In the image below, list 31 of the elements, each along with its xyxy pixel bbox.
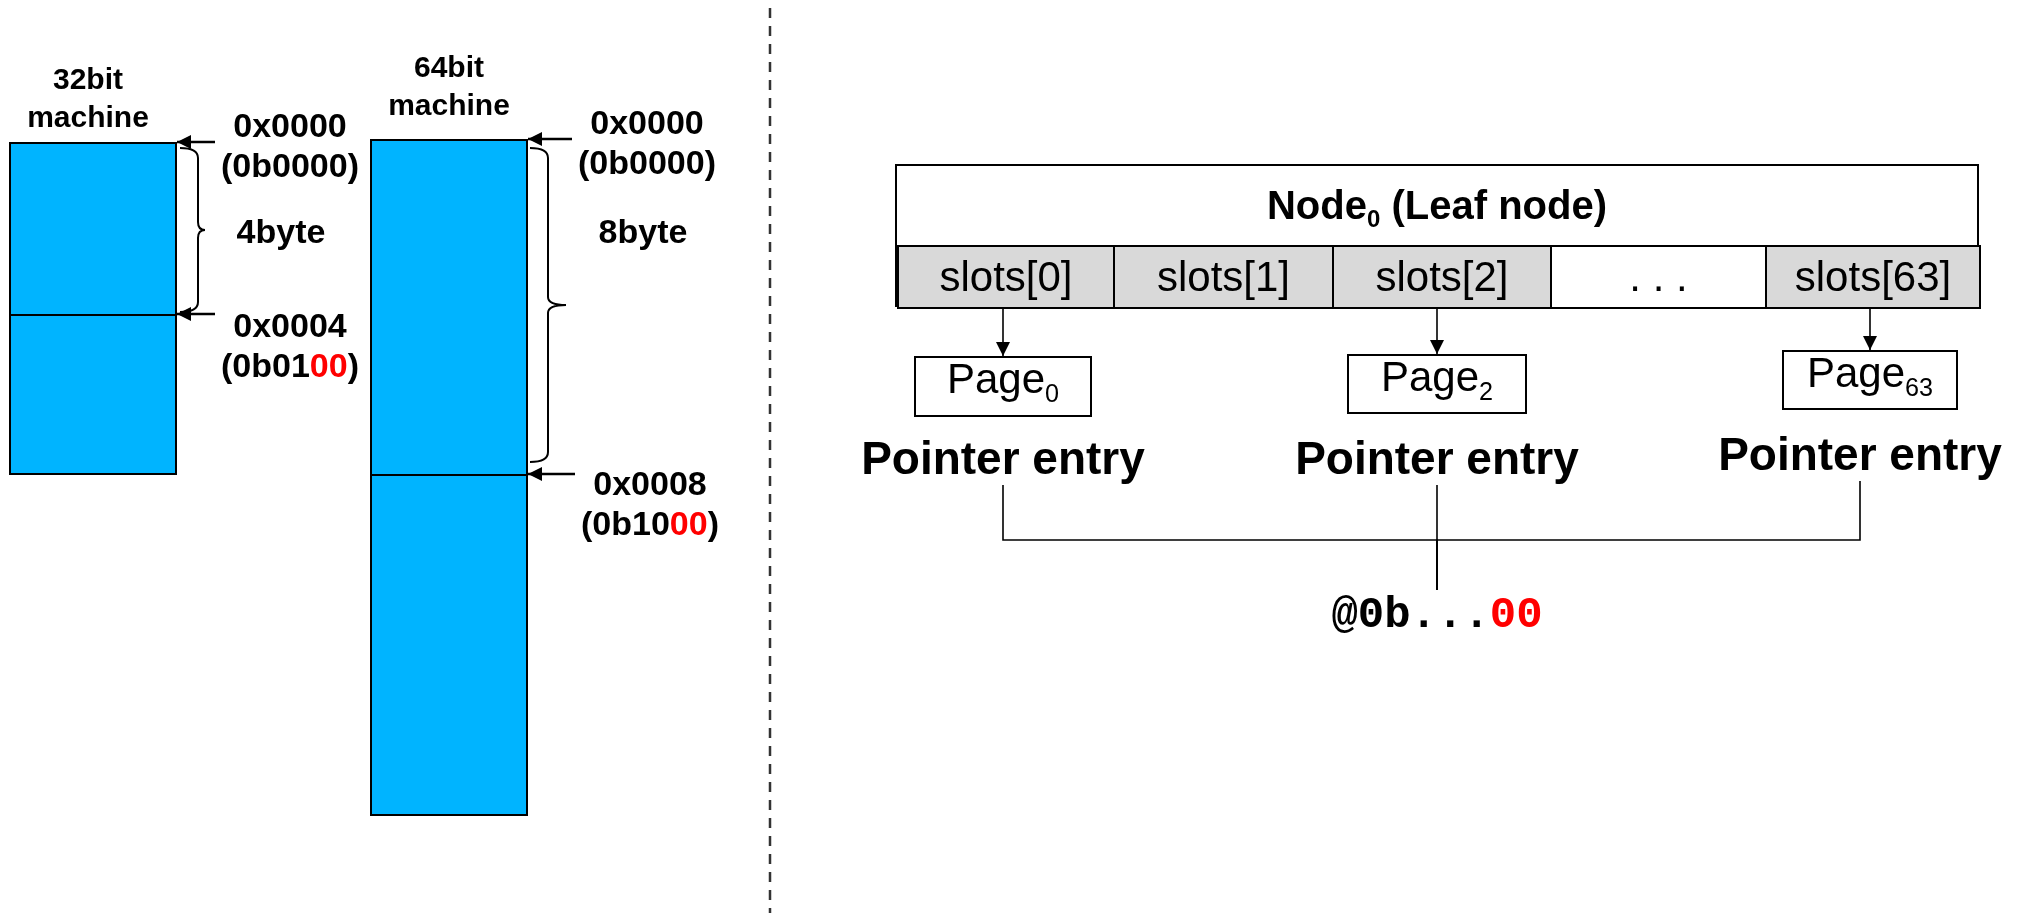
arrow [528, 132, 572, 146]
memory-cell [9, 142, 177, 316]
memory-cell [370, 474, 528, 816]
arrow [177, 135, 215, 149]
page-box: Page$_{0}$ [914, 356, 1092, 417]
page-box: Page$_{63}$ [1782, 350, 1958, 410]
slot-field: slots[1] [1113, 245, 1334, 309]
slot-field: slots[63] [1765, 245, 1981, 309]
pointer-entry-label: Pointer entry [1700, 427, 2020, 481]
size-label: 8byte [597, 211, 689, 251]
slot-field: slots[2] [1332, 245, 1552, 309]
memory-cell [9, 314, 177, 475]
pointer-entry-label: Pointer entry [843, 431, 1163, 485]
page-box: Page$_{2}$ [1347, 354, 1527, 414]
memory-cell [370, 139, 528, 476]
size-label: 4byte [235, 211, 327, 251]
pointer-entry-label: Pointer entry [1277, 431, 1597, 485]
arrow [528, 467, 575, 481]
address-label: 0x0008 (0b1000) [575, 463, 725, 543]
arrow [177, 307, 215, 321]
leaf-node-box [895, 164, 1979, 307]
address-label: 0x0004 (0b0100) [215, 305, 365, 385]
machine-label: 64bit machine [387, 49, 511, 123]
address-text: @0b...00 [1307, 590, 1567, 642]
slot-field: slots[0] [897, 245, 1115, 309]
address-label: 0x0000 (0b0000) [572, 102, 722, 182]
node-title: Node$_{0}$ (Leaf node) [1266, 182, 1608, 235]
machine-label: 32bit machine [26, 61, 150, 135]
bracket-line [1436, 480, 1861, 591]
slot-field: . . . [1550, 245, 1767, 309]
address-label: 0x0000 (0b0000) [215, 105, 365, 185]
